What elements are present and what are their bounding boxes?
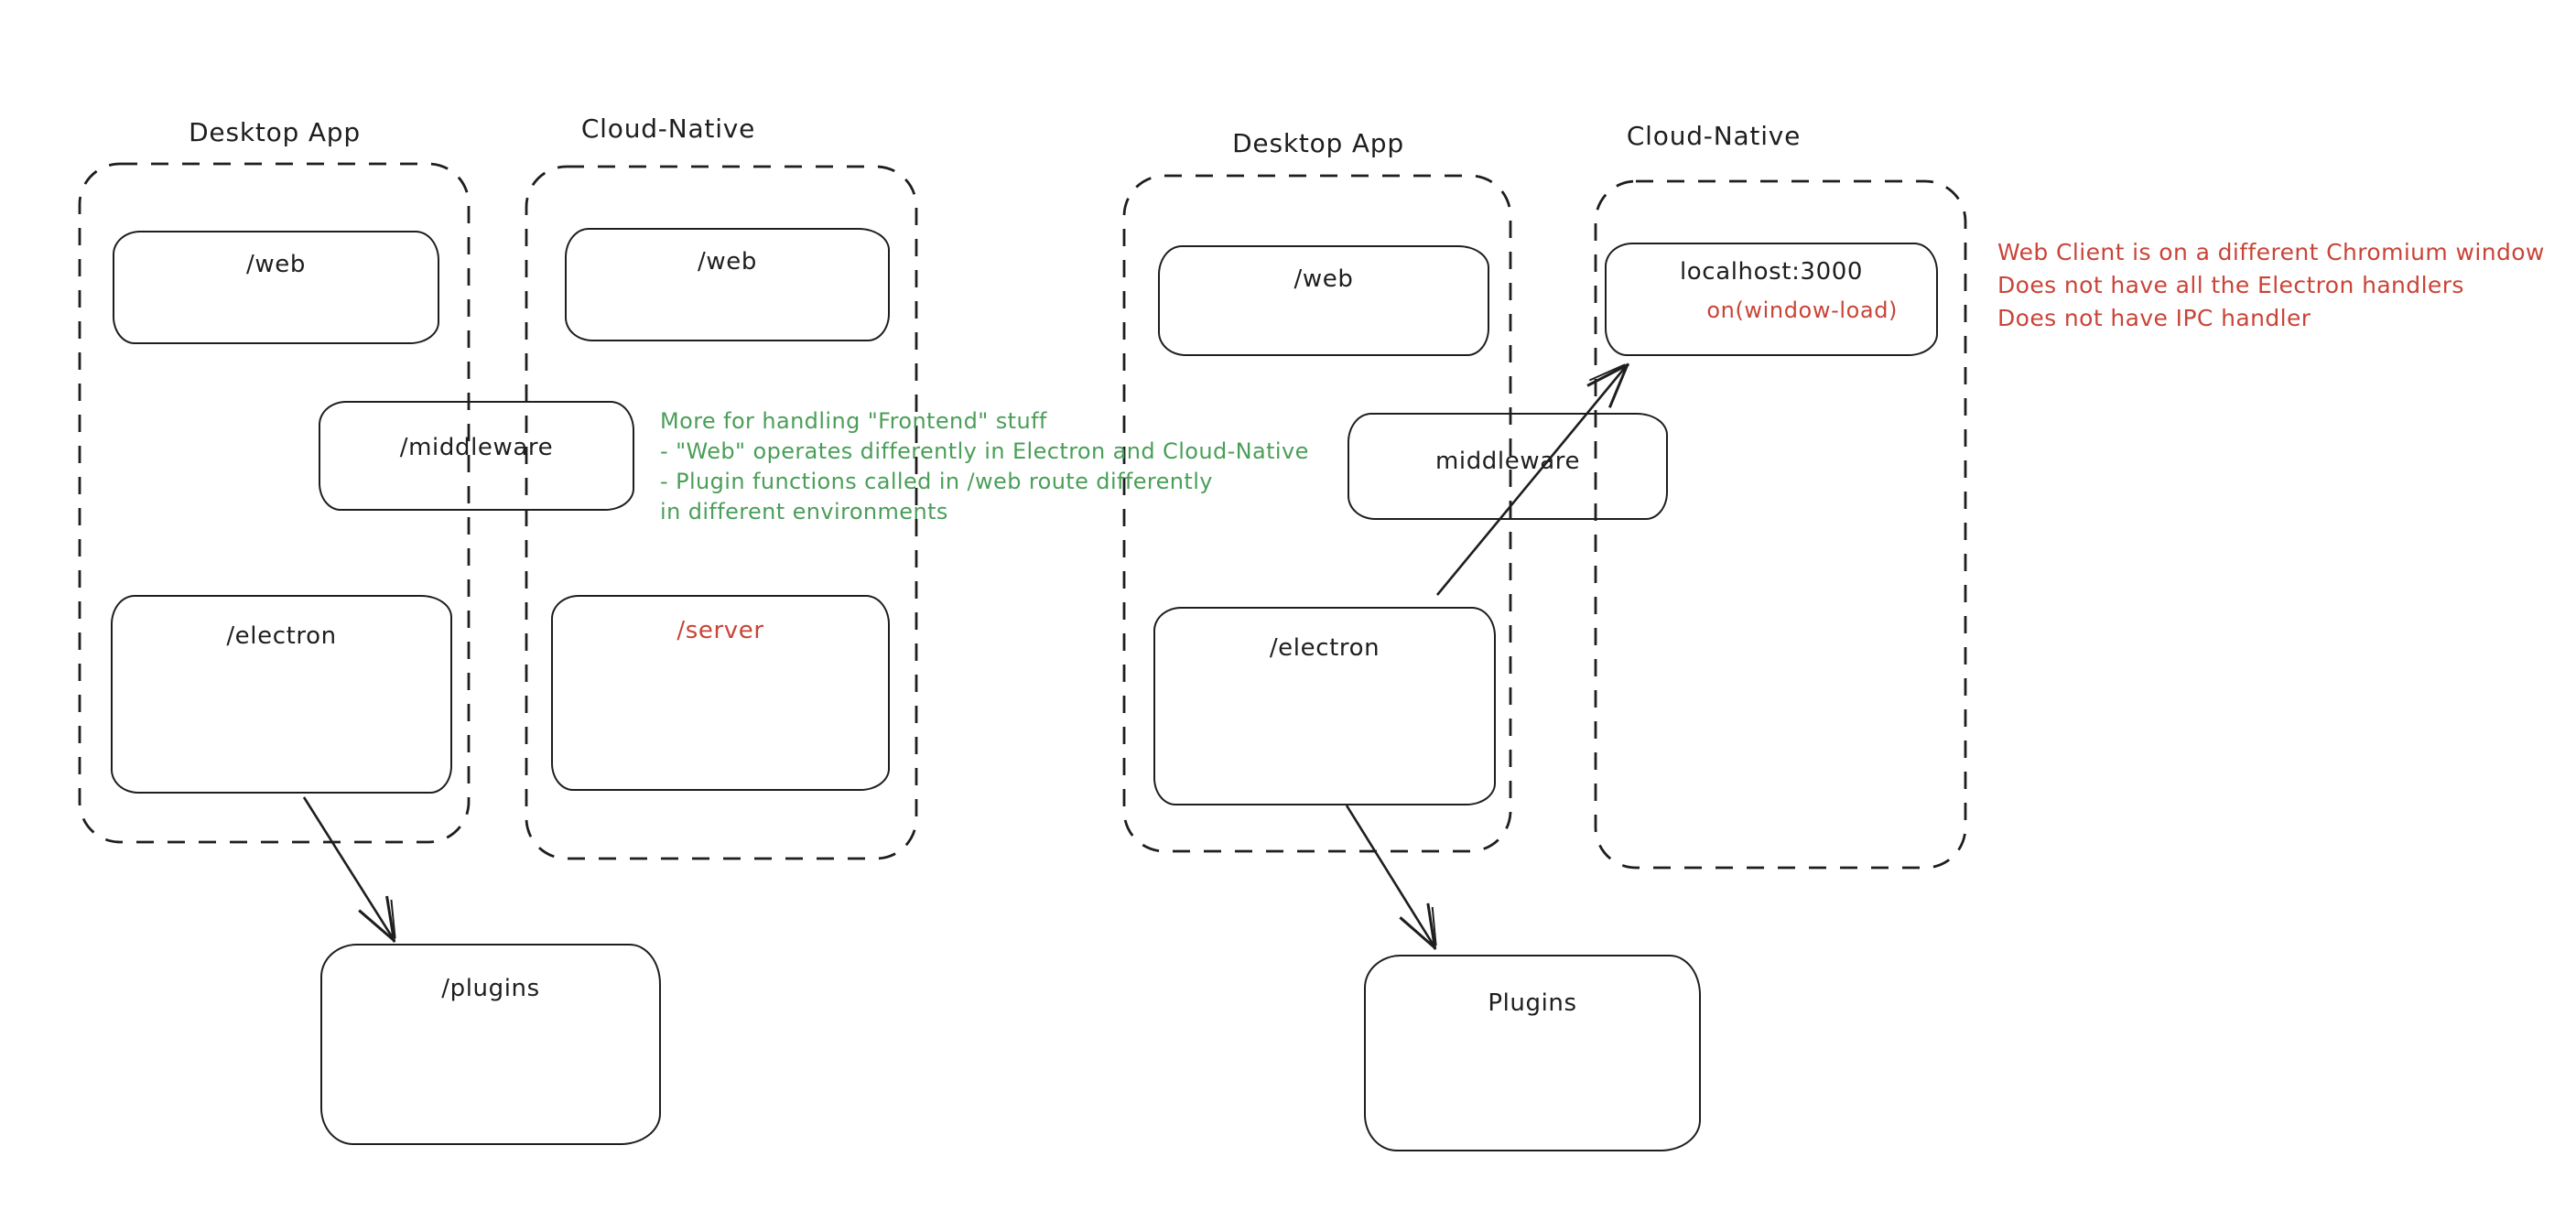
left-desktop-app-container[interactable] [78,162,471,844]
right-web-box[interactable]: /web [1158,245,1489,356]
red-annotation: Web Client is on a different Chromium wi… [1997,236,2545,335]
green-annotation-line-1: More for handling "Frontend" stuff [660,408,1047,434]
red-annotation-line-3: Does not have IPC handler [1997,305,2311,331]
left-server-label: /server [676,617,764,644]
left-web-desktop-label: /web [246,251,306,278]
right-plugins-label: Plugins [1488,989,1577,1017]
right-window-load-label: on(window-load) [1706,297,1898,323]
right-middleware-box[interactable]: middleware [1348,413,1668,520]
right-localhost-label: localhost:3000 [1679,258,1864,286]
arrow-left-electron-to-plugins[interactable] [302,796,396,943]
left-web-desktop-box[interactable]: /web [113,231,439,344]
right-cloud-native-title: Cloud-Native [1626,121,1802,151]
left-cloud-native-title: Cloud-Native [580,113,756,144]
green-annotation-line-2: - "Web" operates differently in Electron… [660,438,1309,464]
arrow-right-electron-to-localhost[interactable] [1435,362,1630,596]
left-server-box[interactable]: /server [551,595,890,791]
right-electron-label: /electron [1269,634,1380,662]
left-cloud-native-container[interactable] [525,165,918,860]
left-web-cloud-box[interactable]: /web [565,228,890,341]
right-electron-box[interactable]: /electron [1153,607,1496,805]
arrow-right-electron-to-plugins[interactable] [1345,805,1437,950]
left-electron-label: /electron [226,622,337,650]
right-middleware-label: middleware [1434,448,1581,475]
left-plugins-label: /plugins [441,975,540,1002]
red-annotation-line-2: Does not have all the Electron handlers [1997,272,2464,298]
red-annotation-line-1: Web Client is on a different Chromium wi… [1997,239,2545,265]
left-middleware-label: /middleware [399,434,554,461]
green-annotation-line-3: - Plugin functions called in /web route … [660,469,1213,494]
green-annotation-line-4: in different environments [660,499,948,524]
left-middleware-box[interactable]: /middleware [319,401,634,511]
right-cloud-native-container[interactable] [1594,179,1967,870]
right-desktop-app-container[interactable] [1122,174,1512,853]
left-plugins-box[interactable]: /plugins [320,944,661,1145]
right-desktop-app-title: Desktop App [1232,128,1404,158]
left-web-cloud-label: /web [698,248,757,276]
left-electron-box[interactable]: /electron [111,595,452,794]
green-annotation: More for handling "Frontend" stuff - "We… [660,406,1309,527]
right-plugins-box[interactable]: Plugins [1364,955,1701,1151]
right-web-label: /web [1293,265,1354,293]
left-desktop-app-title: Desktop App [189,117,361,147]
right-localhost-box[interactable]: localhost:3000 on(window-load) [1605,243,1938,356]
